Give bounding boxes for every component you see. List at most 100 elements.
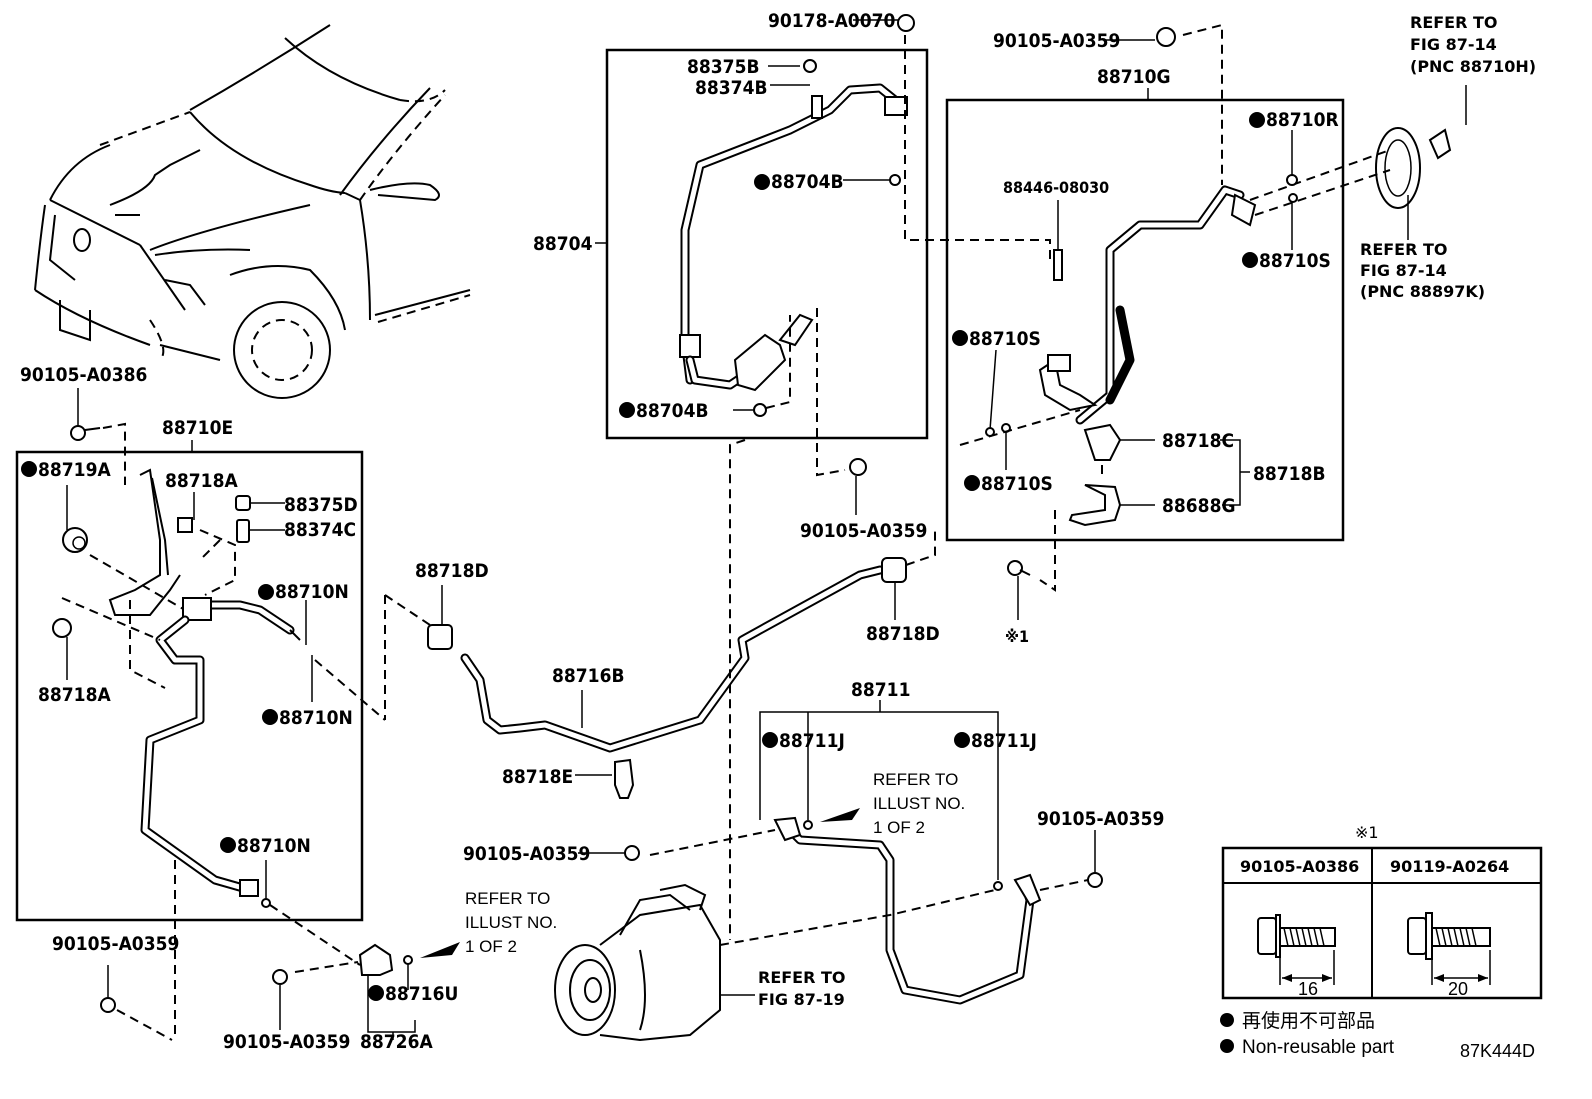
non-reusable-dot (1242, 252, 1258, 268)
legend-japanese: 再使用不可部品 (1242, 1010, 1375, 1032)
legend-english: Non-reusable part (1242, 1037, 1395, 1058)
label-90105-A0359-bottom: 90105-A0359 (223, 1031, 350, 1053)
label-88719A: 88719A (38, 459, 111, 481)
grommet-88719A (62, 485, 186, 611)
ref-illust-1-of-2-right[interactable]: REFER TO ILLUST NO. 1 OF 2 (873, 770, 965, 837)
svg-text:(PNC 88710H): (PNC 88710H) (1410, 57, 1536, 76)
label-88716B: 88716B (552, 665, 625, 687)
label-88718A-left: 88718A (38, 684, 111, 706)
assembly-88710G (945, 23, 1391, 592)
svg-text:FIG 87-14: FIG 87-14 (1360, 261, 1447, 280)
non-reusable-dot (262, 709, 278, 725)
bolt-table-part-2: 90119-A0264 (1390, 857, 1509, 876)
label-88374B: 88374B (695, 77, 768, 99)
label-88710N-mid: 88710N (279, 707, 353, 729)
seal-88897K (1375, 85, 1467, 240)
clip-88718E (575, 758, 635, 799)
svg-text:(PNC 88897K): (PNC 88897K) (1360, 282, 1485, 301)
bolt-length-20: 20 (1448, 979, 1468, 999)
non-reusable-dot (220, 837, 236, 853)
svg-text:REFER TO: REFER TO (1410, 13, 1498, 32)
label-88718B: 88718B (1253, 463, 1326, 485)
label-88710N-top: 88710N (275, 581, 349, 603)
non-reusable-dot (952, 330, 968, 346)
bolt-note1 (1007, 560, 1031, 620)
label-90105-A0359-top: 90105-A0359 (993, 30, 1120, 52)
ref-illust-1-of-2-left[interactable]: REFER TO ILLUST NO. 1 OF 2 (465, 889, 557, 956)
svg-text:REFER TO: REFER TO (465, 889, 550, 908)
cap-88375D (235, 495, 285, 511)
label-88711J-left: 88711J (779, 730, 845, 752)
label-88375D: 88375D (284, 494, 358, 516)
label-88710S-right: 88710S (1259, 250, 1331, 272)
bolt-table: ※1 90105-A0386 90119-A0264 16 (1221, 823, 1543, 1000)
non-reusable-dot (762, 732, 778, 748)
non-reusable-dot (954, 732, 970, 748)
part-labels: 90178-A0070 88375B 88374B 88704B 88704 8… (20, 10, 1339, 1053)
label-88710E: 88710E (162, 417, 233, 439)
label-88711: 88711 (851, 679, 910, 701)
label-90105-A0359-center: 90105-A0359 (463, 843, 590, 865)
non-reusable-dot (21, 461, 37, 477)
label-90178-A0070: 90178-A0070 (768, 10, 895, 32)
label-88711J-right: 88711J (971, 730, 1037, 752)
label-88704B-top: 88704B (771, 171, 844, 193)
label-88726A: 88726A (360, 1031, 433, 1053)
label-88718D-left: 88718D (415, 560, 489, 582)
bolt-icon-16mm (1257, 914, 1336, 985)
hose-88711 (578, 700, 1103, 1005)
assembly-88704 (595, 14, 1051, 940)
ref-fig-87-14-88710H[interactable]: REFER TO FIG 87-14 (PNC 88710H) (1410, 13, 1536, 76)
svg-text:1 OF 2: 1 OF 2 (873, 818, 925, 837)
bracket-88726A (272, 942, 460, 1040)
label-90105-A0359-mid: 90105-A0359 (800, 520, 927, 542)
label-88718A-top: 88718A (165, 470, 238, 492)
label-88374C: 88374C (284, 519, 356, 541)
ref-fig-87-19[interactable]: REFER TO FIG 87-19 (758, 968, 846, 1009)
vehicle-sketch (34, 24, 471, 399)
label-90105-A0386: 90105-A0386 (20, 364, 147, 386)
label-88710S-left: 88710S (969, 328, 1041, 350)
reference-notes[interactable]: REFER TO FIG 87-14 (PNC 88710H) REFER TO… (465, 13, 1536, 1009)
svg-text:FIG 87-19: FIG 87-19 (758, 990, 845, 1009)
label-90105-A0359-lowleft: 90105-A0359 (52, 933, 179, 955)
label-90105-A0359-right: 90105-A0359 (1037, 808, 1164, 830)
svg-text:REFER TO: REFER TO (873, 770, 958, 789)
non-reusable-dot (258, 584, 274, 600)
svg-text:FIG 87-14: FIG 87-14 (1410, 35, 1497, 54)
clip-88718A-left (52, 618, 72, 680)
label-88446-08030: 88446-08030 (1003, 178, 1109, 197)
bolt-length-16: 16 (1298, 979, 1318, 999)
label-88688G: 88688G (1162, 495, 1236, 517)
diagram-code: 87K444D (1460, 1041, 1535, 1061)
label-88704B-bottom: 88704B (636, 400, 709, 422)
label-88718C: 88718C (1162, 430, 1234, 452)
label-note1: ※1 (1005, 627, 1029, 646)
bolt-90105-A0359-lowleft (100, 860, 176, 1041)
label-88710R: 88710R (1266, 109, 1339, 131)
svg-text:1 OF 2: 1 OF 2 (465, 937, 517, 956)
svg-text:REFER TO: REFER TO (758, 968, 846, 987)
hose-88710E-drawing (61, 468, 301, 897)
bolt-table-part-1: 90105-A0386 (1240, 857, 1359, 876)
core-88374C (236, 519, 285, 543)
label-88718E: 88718E (502, 766, 573, 788)
label-88718D-right: 88718D (866, 623, 940, 645)
assembly-88710E (15, 440, 364, 922)
legend-dot-en (1220, 1039, 1234, 1053)
bolt-90105-A0359-mid (849, 458, 867, 515)
svg-text:ILLUST NO.: ILLUST NO. (873, 794, 965, 813)
pipe-88716B (384, 530, 936, 753)
legend-dot-jp (1220, 1013, 1234, 1027)
label-88710N-bottom: 88710N (237, 835, 311, 857)
ref-fig-87-14-88897K[interactable]: REFER TO FIG 87-14 (PNC 88897K) (1360, 240, 1485, 301)
label-88716U: 88716U (385, 983, 458, 1005)
bolt-icon-20mm (1407, 912, 1491, 985)
non-reusable-dot (1249, 112, 1265, 128)
label-88704: 88704 (533, 233, 593, 255)
label-88375B: 88375B (687, 56, 760, 78)
label-88710G: 88710G (1097, 66, 1171, 88)
bolt-table-marker: ※1 (1355, 823, 1379, 842)
compressor (554, 883, 755, 1042)
